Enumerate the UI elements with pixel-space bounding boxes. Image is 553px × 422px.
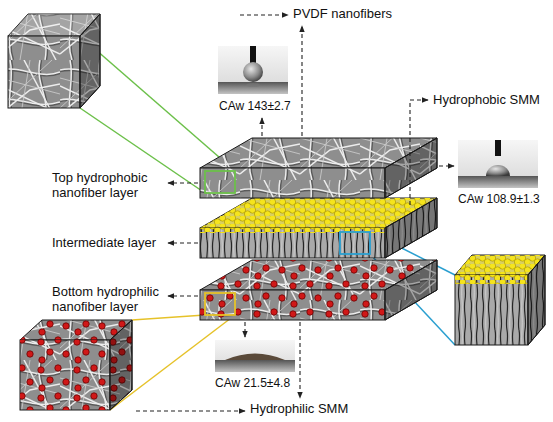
label-text: CAw 143±2.7: [219, 99, 291, 113]
label-text: Bottom hydrophilic nanofiber layer: [52, 284, 159, 314]
contact-angle-image-hydrophobic: [458, 140, 538, 188]
intermediate-layer: [200, 198, 437, 258]
leader-arrows: [136, 15, 454, 411]
zoom-square-yellow: [205, 293, 235, 315]
label-text: CAw 21.5±4.8: [215, 376, 290, 390]
label-box: PVDF nanofibers: [293, 7, 392, 22]
hydrophilic-zoom-cube: [20, 320, 132, 410]
label-box: Hydrophilic SMM: [250, 402, 348, 417]
label-box: Intermediate layer: [52, 236, 156, 251]
label-text: Top hydrophobic nanofiber layer: [52, 170, 147, 200]
label-box: CAw 108.9±1.3: [458, 193, 540, 207]
label-text: Hydrophilic SMM: [250, 401, 348, 416]
label-text: Intermediate layer: [52, 235, 156, 250]
label-text: PVDF nanofibers: [293, 6, 392, 21]
label-text: CAw 108.9±1.3: [458, 192, 540, 206]
pvdf-zoom-cube: [8, 14, 100, 108]
label-box: CAw 21.5±4.8: [215, 377, 290, 391]
label-box: Hydrophobic SMM: [433, 93, 540, 108]
label-box: Top hydrophobic nanofiber layer: [52, 171, 164, 201]
contact-angle-image-hydrophilic: [215, 340, 295, 372]
top-hydrophobic-layer: [200, 138, 437, 198]
contact-angle-image-pvdf: [218, 46, 288, 94]
label-box: CAw 143±2.7: [219, 100, 291, 114]
zoom-square-blue: [340, 232, 370, 254]
hydrophobic-smm-zoom-cube: [455, 255, 545, 345]
bottom-hydrophilic-layer: [200, 260, 437, 320]
label-text: Hydrophobic SMM: [433, 92, 540, 107]
label-box: Bottom hydrophilic nanofiber layer: [52, 285, 164, 315]
zoom-square-green: [205, 171, 235, 193]
